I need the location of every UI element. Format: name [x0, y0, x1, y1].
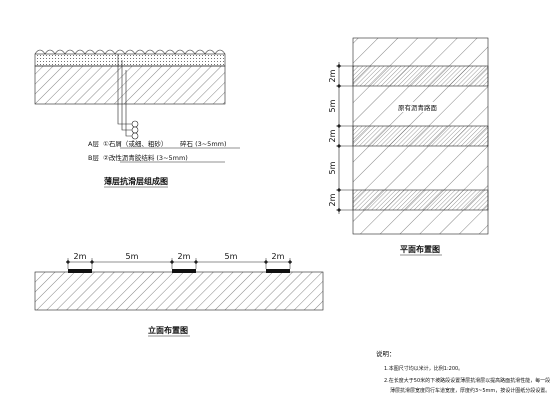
binder-layer [34, 53, 226, 67]
plan-dim-4: 5m [328, 161, 337, 174]
elev-dim-2: 5m [126, 252, 139, 261]
elev-dim-5: 2m [272, 252, 285, 261]
notes-line-1: 1.本图尺寸均以米计，比例1:200。 [384, 365, 463, 372]
base-pavement [34, 65, 226, 105]
leader-line [125, 70, 132, 137]
notes-line-3: 薄层抗滑层宽度同行车道宽度，厚度约3~5mm，按设计图纸分段设置。 [390, 387, 550, 394]
elev-dim-4: 5m [225, 252, 238, 261]
elevation-title: 立面布置图 [148, 325, 188, 335]
aggregate-surface [34, 49, 226, 55]
plan-strip [352, 65, 489, 87]
marker-circle [131, 126, 139, 134]
label-a-layer: A层 [88, 140, 99, 148]
leader-line [121, 60, 132, 131]
elevation-strip [172, 269, 196, 273]
elev-dim-1: 2m [74, 252, 87, 261]
label-a-suffix: 碎石 (3~5mm) [180, 139, 227, 148]
plan-dim-5: 2m [328, 193, 337, 206]
plan-title: 平面布置图 [400, 244, 440, 254]
marker-circle [131, 132, 139, 140]
notes-line-2: 2.在长度大于50米的下坡路段设置薄层抗滑层以提高路面抗滑性能，每一段 [384, 377, 550, 384]
elevation-layout-diagram: 2m 5m 2m 5m 2m 立面布置图 [34, 252, 324, 337]
leader-line [117, 54, 132, 125]
label-b-text: ②改性沥青胶结料 (3~5mm) [103, 153, 188, 162]
plan-dim-1: 2m [328, 69, 337, 82]
elevation-pavement [34, 271, 324, 311]
plan-strip [352, 189, 489, 211]
elev-dim-3: 2m [178, 252, 191, 261]
label-b-layer: B层 [88, 154, 99, 162]
notes-heading: 说明： [376, 349, 396, 358]
notes-block: 说明： 1.本图尺寸均以米计，比例1:200。 2.在长度大于50米的下坡路段设… [376, 349, 550, 394]
plan-area-label: 原有沥青路面 [398, 103, 438, 112]
marker-circle [131, 120, 139, 128]
plan-dim-2: 5m [328, 99, 337, 112]
layer-composition-diagram: A层 ①石屑（或细、粗砂） 碎石 (3~5mm) B层 ②改性沥青胶结料 (3~… [34, 49, 240, 188]
elevation-strip [68, 269, 92, 273]
plan-dim-3: 2m [328, 129, 337, 142]
plan-layout-diagram: 原有沥青路面 2m 5m 2m 5m 2m 平面布置图 [328, 37, 489, 256]
layer-section-title: 薄层抗滑层组成图 [104, 176, 168, 186]
elevation-strip [266, 269, 290, 273]
plan-strip [352, 125, 489, 147]
label-a-text: ①石屑（或细、粗砂） [103, 139, 167, 148]
